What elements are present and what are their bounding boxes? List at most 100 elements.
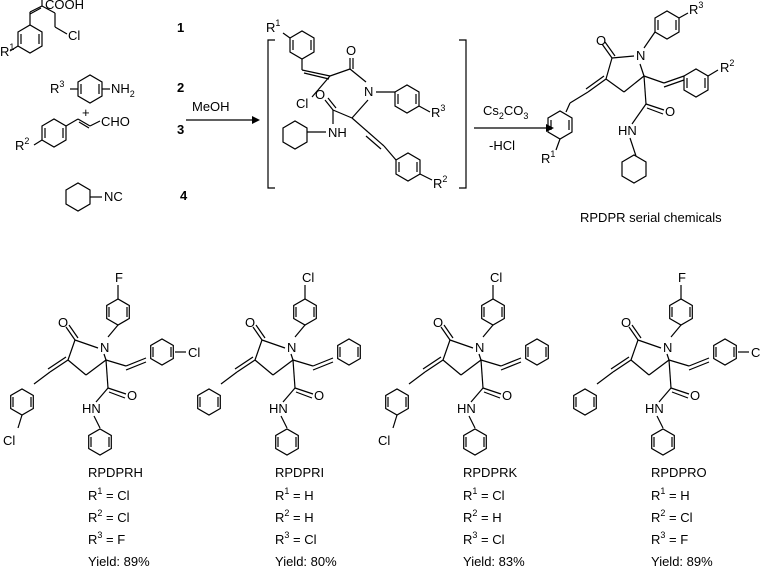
benzylidene-ring — [385, 388, 409, 416]
intermediate-structure: R1 Cl O N R3 O NH — [266, 18, 467, 191]
intermediate-r1-label: R1 — [266, 18, 280, 35]
product-o-label: O — [596, 33, 606, 48]
cyclohexyl-ring — [651, 428, 675, 456]
amide-o-label: O — [314, 388, 324, 403]
n-aryl-ring — [481, 298, 505, 326]
n-aryl-ring — [106, 298, 130, 326]
cyclohexyl-ring — [463, 428, 487, 456]
reagent-1-structure: COOH Cl R1 1 — [0, 0, 184, 59]
intermediate-r2-label: R2 — [433, 174, 447, 191]
yield-label: Yield: 89% — [651, 554, 713, 569]
amide-hn-label: HN — [82, 401, 101, 416]
lactam-o-label: O — [245, 315, 255, 330]
styryl-ring — [525, 338, 549, 366]
styryl-ring — [713, 338, 737, 366]
compound-name-label: RPDPRI — [275, 465, 324, 480]
intermediate-n-label: N — [364, 84, 373, 99]
intermediate-o1-label: O — [346, 43, 356, 58]
product-r3-label: R3 — [689, 0, 703, 17]
reagent-1-cl-label: Cl — [68, 28, 80, 43]
r3-value-label: R3 = F — [88, 530, 125, 547]
reaction-arrow-2: Cs2CO3 -HCl — [474, 103, 554, 153]
compound-name-label: RPDPRO — [651, 465, 707, 480]
lactam-o-label: O — [621, 315, 631, 330]
r3-value-label: R3 = Cl — [275, 530, 317, 547]
lactam-n-label: N — [663, 340, 672, 355]
benzylidene-substituent-label: Cl — [378, 433, 390, 448]
step2-byproduct-label: -HCl — [489, 138, 515, 153]
step2-base-label: Cs2CO3 — [483, 103, 528, 121]
product-r1-label: R1 — [541, 149, 555, 166]
amide-o-label: O — [127, 388, 137, 403]
product-o2-label: O — [665, 104, 675, 119]
amide-hn-label: HN — [457, 401, 476, 416]
benzylidene-ring — [573, 388, 597, 416]
reagent-4-number: 4 — [180, 188, 188, 203]
r2-value-label: R2 = H — [275, 508, 314, 525]
n-aryl-substituent-label: F — [115, 270, 123, 285]
intermediate-cl-label: Cl — [296, 96, 308, 111]
plus-sign: + — [82, 105, 90, 120]
yield-label: Yield: 89% — [88, 554, 150, 569]
reagent-1-number: 1 — [177, 20, 184, 35]
lactam-n-label: N — [287, 340, 296, 355]
benzylidene-substituent-label: Cl — [3, 433, 15, 448]
product-hn-label: HN — [618, 123, 637, 138]
compound-rpdpro: FNOClOHN — [573, 270, 761, 456]
r1-value-label: R1 = H — [651, 486, 690, 503]
yield-label: Yield: 83% — [463, 554, 525, 569]
product-n-label: N — [636, 48, 645, 63]
reagent-1-r-label: R1 — [0, 42, 14, 59]
r1-value-label: R1 = Cl — [88, 486, 130, 503]
r1-value-label: R1 = Cl — [463, 486, 505, 503]
benzylidene-ring — [197, 388, 221, 416]
r3-value-label: R3 = Cl — [463, 530, 505, 547]
reagent-4-structure: NC 4 — [65, 182, 188, 212]
reagent-3-structure: CHO R2 3 — [15, 114, 184, 153]
n-aryl-substituent-label: Cl — [490, 270, 502, 285]
step1-solvent-label: MeOH — [192, 99, 230, 114]
n-aryl-substituent-label: Cl — [302, 270, 314, 285]
reagent-3-cho-label: CHO — [101, 114, 130, 129]
n-aryl-substituent-label: F — [678, 270, 686, 285]
cyclohexyl-ring — [88, 428, 112, 456]
intermediate-r3-label: R3 — [431, 103, 445, 120]
compound-name-label: RPDPRH — [88, 465, 143, 480]
lactam-o-label: O — [433, 315, 443, 330]
product-r2-label: R2 — [720, 58, 734, 75]
reagent-2-nh2-label: NH2 — [111, 81, 135, 99]
reagent-3-r-label: R2 — [15, 136, 29, 153]
amide-o-label: O — [690, 388, 700, 403]
intermediate-nh-label: NH — [328, 125, 347, 140]
r2-value-label: R2 = Cl — [651, 508, 693, 525]
reagent-2-number: 2 — [177, 80, 184, 95]
styryl-ring — [150, 338, 174, 366]
amide-o-label: O — [502, 388, 512, 403]
lactam-n-label: N — [100, 340, 109, 355]
product-structure: R3 N O R1 R2 O HN — [541, 0, 734, 225]
cyclohexyl-ring — [275, 428, 299, 456]
r2-value-label: R2 = H — [463, 508, 502, 525]
compound-name-label: RPDPRK — [463, 465, 518, 480]
reagent-2-structure: R3 NH2 2 — [50, 74, 184, 104]
yield-label: Yield: 80% — [275, 554, 337, 569]
styryl-substituent-label: Cl — [751, 345, 761, 360]
lactam-o-label: O — [58, 315, 68, 330]
reagent-2-r-label: R3 — [50, 79, 64, 96]
r2-value-label: R2 = Cl — [88, 508, 130, 525]
r3-value-label: R3 = F — [651, 530, 688, 547]
benzylidene-ring — [10, 388, 34, 416]
intermediate-o2-label: O — [315, 87, 325, 102]
lactam-n-label: N — [475, 340, 484, 355]
reaction-arrow-1: MeOH — [186, 99, 260, 124]
reagent-1-cooh-label: COOH — [45, 0, 84, 12]
n-aryl-ring — [669, 298, 693, 326]
product-series-caption: RPDPR serial chemicals — [580, 210, 722, 225]
styryl-substituent-label: Cl — [188, 345, 200, 360]
